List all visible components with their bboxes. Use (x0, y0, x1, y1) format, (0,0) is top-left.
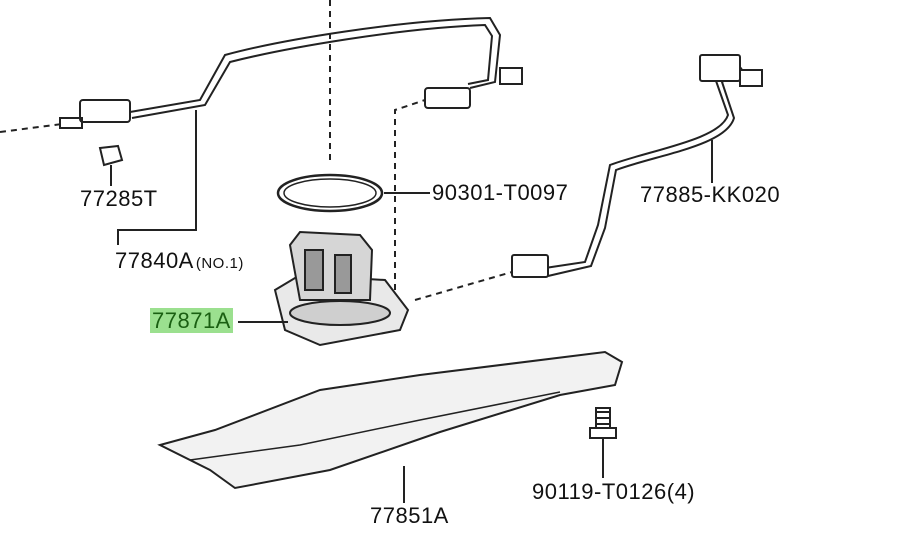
dashed-guide-right (414, 271, 513, 301)
label-90119-number: 90119-T0126 (532, 479, 667, 504)
label-77871a[interactable]: 77871A (150, 308, 233, 333)
label-77885-kk020[interactable]: 77885-KK020 (640, 182, 781, 207)
label-77851a[interactable]: 77851A (370, 503, 449, 528)
clip-77285t[interactable] (98, 144, 124, 167)
label-77871a-highlighted: 77871A (150, 308, 233, 333)
label-90301-t0097[interactable]: 90301-T0097 (432, 180, 569, 205)
dashed-guide-pump (394, 99, 426, 290)
bolt-90119-t0126[interactable] (589, 407, 617, 439)
label-77840a-note: (NO.1) (195, 255, 244, 272)
label-77840a[interactable]: 77840A(NO.1) (115, 250, 244, 272)
sensor-harness-77885-kk020[interactable] (511, 54, 763, 278)
fuel-pump-assembly-77871a[interactable] (273, 230, 410, 347)
label-90119-qty: (4) (666, 479, 696, 504)
leader-77840a (117, 110, 197, 245)
label-77840a-number: 77840A (115, 248, 194, 273)
wire-harness-77840a[interactable] (59, 16, 523, 129)
label-90119-t0126[interactable]: 90119-T0126(4) (532, 481, 695, 503)
tank-cover-77851a[interactable] (157, 350, 624, 490)
dashed-guide-left (0, 123, 63, 133)
gasket-90301-t0097[interactable] (276, 173, 384, 213)
label-77285t[interactable]: 77285T (80, 186, 158, 211)
